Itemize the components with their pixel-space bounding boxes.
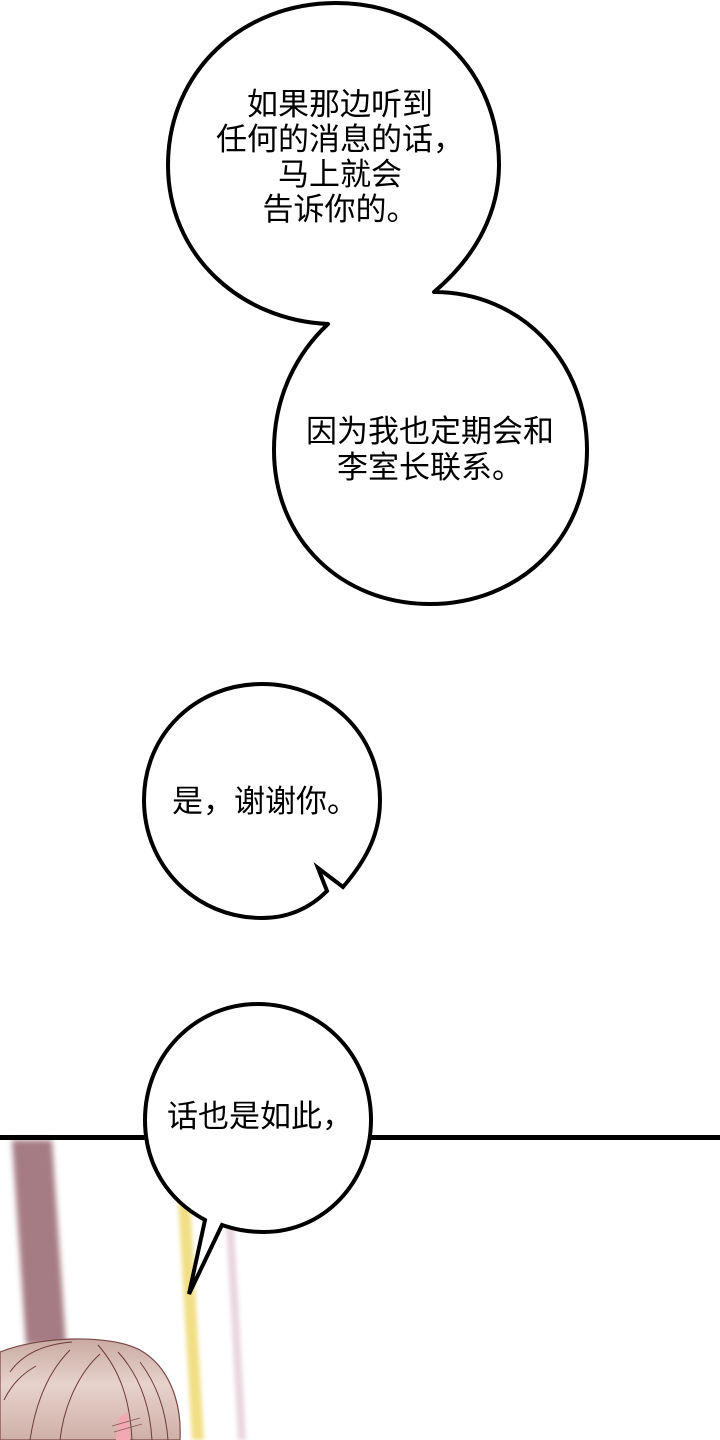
bubble-1-2-outline [166, 1, 589, 606]
background-stripes [12, 1140, 246, 1440]
yellow-stripe [178, 1200, 204, 1440]
bubble-3-outline [141, 681, 383, 921]
speech-bubble-2-text: 因为我也定期会和 李室长联系。 [306, 414, 554, 486]
bubble-4-outline [142, 1001, 374, 1295]
mauve-stripe [12, 1140, 66, 1345]
speech-bubble-4-text: 话也是如此， [167, 1099, 353, 1135]
speech-bubble-3-text: 是，谢谢你。 [172, 784, 358, 820]
speech-bubble-1-text: 如果那边听到 任何的消息的话， 马上就会 告诉你的。 [216, 87, 464, 228]
pale-stripe [226, 1225, 246, 1440]
character-hair [0, 1338, 181, 1440]
